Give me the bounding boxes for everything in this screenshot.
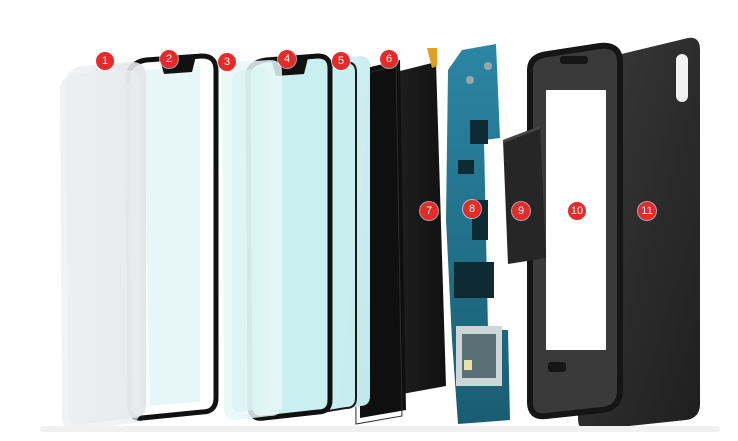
layer-3-badge: 3 [218, 53, 236, 71]
middle-frame [527, 42, 623, 420]
layer-11-badge: 11 [638, 202, 656, 220]
layer-5-badge: 5 [332, 52, 350, 70]
protective-film [60, 62, 146, 431]
layer-1-badge: 1 [96, 52, 114, 70]
layer-7-badge: 7 [420, 202, 438, 220]
layer-8-badge: 8 [463, 200, 481, 218]
layer-10-badge: 10 [568, 202, 586, 220]
battery [503, 126, 546, 264]
layer-4-badge: 4 [278, 50, 296, 68]
clear-glass [222, 60, 282, 420]
camera-slot [676, 54, 688, 102]
circuit-board [446, 44, 510, 424]
layer-2-badge: 2 [160, 50, 178, 68]
layer-6-badge: 6 [380, 50, 398, 68]
layer-9-badge: 9 [512, 202, 530, 220]
floor-shadow [40, 426, 720, 432]
